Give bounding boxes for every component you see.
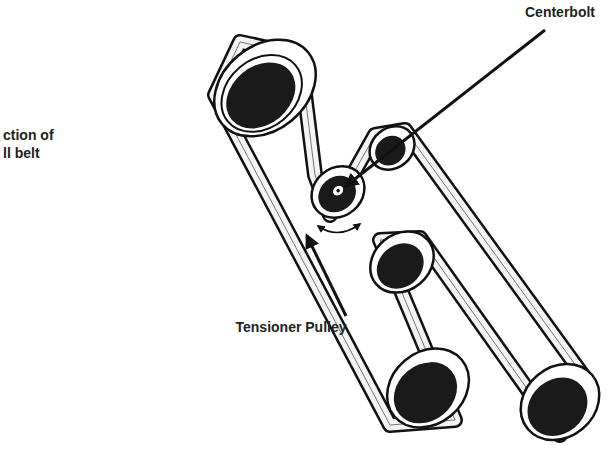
middle-pulley [358,219,446,306]
part-label: Tensioner Pulley [226,318,356,336]
crank-pulley [195,20,335,156]
right-pulley [505,348,614,453]
idler-pulley [361,117,423,178]
part-label: Centerbolt [510,3,610,21]
leader-line [346,30,545,186]
tensioner-pulley [301,156,375,229]
belt-direction-note: ction of ll belt [3,126,55,162]
rotation-arrow [318,224,360,233]
pulleys [195,20,615,453]
lower-pulley [371,332,485,444]
leader-line [307,236,346,316]
